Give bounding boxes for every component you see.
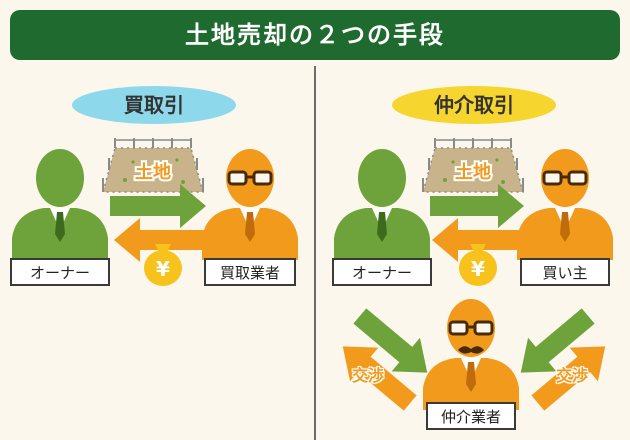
broker-figure [421,297,521,412]
left-yen-symbol: ¥ [156,257,170,281]
title-banner: 土地売却の２つの手段 [10,10,620,60]
buyer-to-broker-arrow [520,308,595,373]
broker-label: 仲介業者 [426,402,516,430]
left-buyer-figure [200,147,300,262]
column-divider [314,66,316,440]
left-owner-label: オーナー [10,258,110,286]
right-buyer-label: 買い主 [520,258,610,286]
left-payment-arrow [114,218,206,262]
negotiation-label-right: 交渉 [556,366,589,385]
left-transfer-arrow [110,184,206,228]
right-land-label: 土地 [455,161,491,183]
page-title: 土地売却の２つの手段 [185,21,445,49]
right-owner-label: オーナー [332,258,432,286]
right-payment-arrow [432,218,524,262]
broker-to-buyer-arrow [531,346,606,411]
right-heading-badge: 仲介取引 [392,86,556,124]
right-yen-symbol: ¥ [471,257,485,281]
right-transfer-arrow [430,184,524,228]
left-land-label: 土地 [135,161,171,183]
owner-to-broker-arrow [353,308,428,373]
left-heading-badge: 買取引 [72,86,236,124]
broker-to-owner-arrow [342,346,417,411]
left-buyer-label: 買取業者 [204,258,296,286]
negotiation-label-left: 交渉 [352,366,385,385]
left-owner-figure [12,149,108,260]
right-buyer-figure [515,147,615,262]
right-owner-figure [334,149,430,260]
